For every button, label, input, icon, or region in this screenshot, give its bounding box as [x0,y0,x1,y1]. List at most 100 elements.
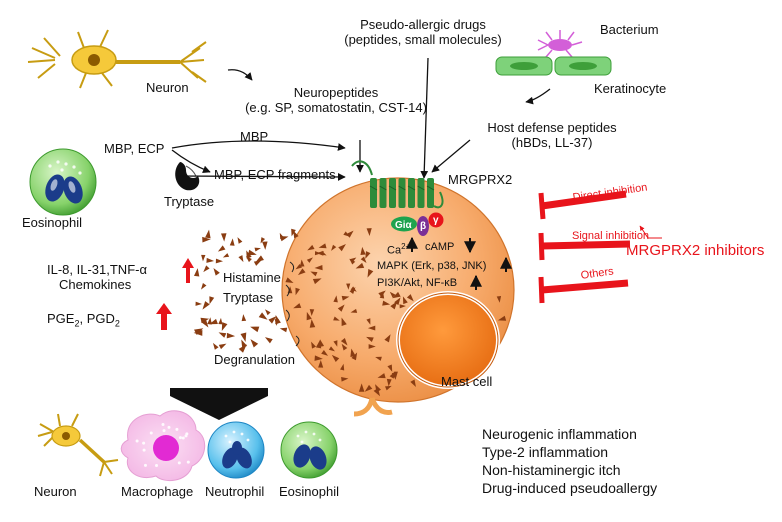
arrows [171,57,551,181]
granule [350,348,356,357]
granule [253,260,262,266]
granule [331,244,337,251]
granule [340,338,348,346]
outcomes-list: Neurogenic inflammation Type-2 inflammat… [482,425,657,497]
granule [333,295,338,303]
granule [393,371,398,378]
granule [366,228,372,237]
granule [297,268,306,276]
receptor-helix [398,178,406,208]
granule [311,341,316,349]
pseudo-allergic-title: Pseudo-allergic drugs [360,17,486,32]
macrophage-vesicle [184,434,188,438]
inhibitor-symbols [538,190,662,304]
granule [333,340,338,347]
granule [213,268,220,276]
granule [262,241,268,250]
eosinophil-left-label: Eosinophil [22,215,82,230]
granule [318,359,324,368]
granule [209,318,218,325]
signal-inhibition-label: Signal inhibition [572,230,650,242]
mrgprx2-receptor-illustration [351,160,444,236]
neuron-top-label: Neuron [146,80,189,95]
neuropeptides-label: Neuropeptides (e.g. SP, somatostatin, CS… [236,85,436,115]
bacterium-label: Bacterium [600,22,659,37]
granule [193,330,203,336]
released-granules [193,228,299,353]
bottom-neuron-illustration [37,413,119,477]
granule [247,249,257,256]
granule [387,364,393,372]
granule [364,384,373,392]
granule [318,243,327,249]
signal-arrows [406,236,512,290]
granule [340,363,345,371]
granule [238,344,247,353]
granule [399,304,406,309]
granule [377,373,386,379]
granule [218,343,227,350]
granule [200,283,207,290]
granule [209,296,215,305]
granule [314,355,323,361]
g-beta-label: β [420,221,427,232]
granule [229,238,235,246]
granule [218,332,227,338]
eosinophil-left-illustration [29,148,97,216]
receptor-helix-stripe [407,185,416,191]
granule [333,316,340,321]
outcome-item: Type-2 inflammation [482,444,609,460]
granule [201,254,206,262]
granule [410,379,416,388]
g-alpha-label: Giα [395,220,412,231]
calcium-superscript: 2+ [401,242,411,251]
granule [250,326,260,333]
degranulation-marks [285,261,300,347]
receptor-helix-stripe [369,185,378,191]
granule [402,296,408,305]
granule [268,316,277,324]
granule [226,332,236,339]
granule [365,251,371,259]
tryptase-granule-label: Tryptase [223,290,274,305]
granule [285,277,294,284]
cytokines-line1: IL-8, IL-31,TNF-α [47,262,147,277]
outcome-item: Non-histaminergic itch [482,462,621,478]
granule [394,297,401,306]
granule [341,376,349,382]
granule [264,337,273,344]
mapk-label: MAPK (Erk, p38, JNK) [377,260,487,272]
granule [358,383,365,392]
cytokines-line2: Chemokines [59,277,132,292]
granule [307,244,315,251]
bacterium-illustration [537,30,583,58]
granule [241,314,247,322]
granule [217,245,226,252]
host-defense-peptides-label: Host defense peptides (hBDs, LL-37) [472,120,632,150]
pgd-text: , PGD [79,311,115,326]
granule [319,339,325,348]
granule [341,317,347,327]
macrophage-vesicle [175,427,179,431]
granule [202,301,210,310]
eosinophil-bottom-illustration [280,421,338,479]
granule [341,343,348,351]
granule [366,336,374,343]
granule [350,308,358,313]
granule [200,317,210,324]
granule [375,384,382,393]
receptor-helix [408,178,415,208]
macrophage-vesicle [135,439,139,443]
granule [195,301,202,306]
pi3k-label: PI3K/Akt, NF-κB [377,277,458,289]
granule [299,259,305,267]
granule [206,257,215,263]
granule [389,371,396,379]
neuron-top-illustration [27,29,207,89]
granule [254,247,261,252]
mbp-label: MBP [240,129,269,144]
macrophage-vesicle [162,429,166,433]
tryptase-enzyme-label: Tryptase [164,194,215,209]
cell-neutrophil-label: Neutrophil [205,484,265,499]
granule [314,264,323,271]
